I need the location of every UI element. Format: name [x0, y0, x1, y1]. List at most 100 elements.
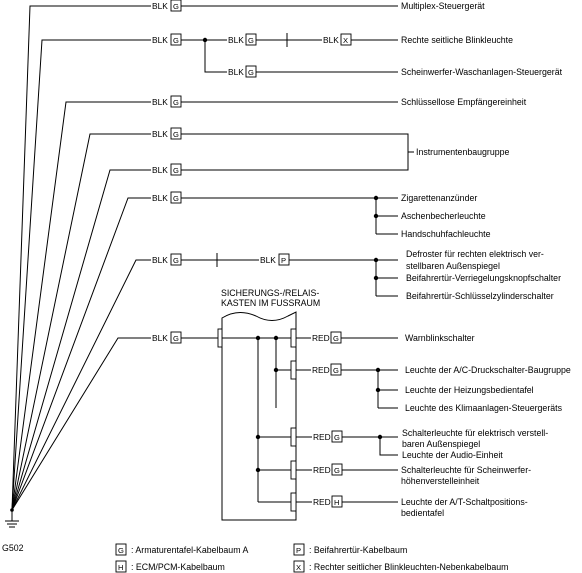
connector-terminal: [290, 328, 297, 348]
component-label: Zigarettenanzünder: [401, 193, 477, 203]
wire-segment: [379, 437, 398, 456]
row-passenger-door: BLK G BLK P Defroster für rechten elektr…: [152, 249, 561, 301]
legend-code-box: [293, 560, 305, 573]
legend-code: P: [296, 546, 301, 555]
wire-segment: [11, 39, 151, 511]
wire-color-label: BLK: [323, 35, 339, 45]
harness-code: G: [173, 334, 179, 343]
harness-code: G: [173, 36, 179, 45]
legend-text: : Armaturentafel-Kabelbaum A: [131, 545, 248, 555]
wire-segment: [11, 5, 151, 511]
wire-color-label: BLK: [152, 1, 168, 11]
harness-code: G: [173, 2, 179, 11]
wire-color-label: BLK: [152, 35, 168, 45]
wire-color-label: BLK: [228, 35, 244, 45]
harness-code: G: [333, 334, 339, 343]
harness-code: G: [333, 366, 339, 375]
ground-fan-wires: [11, 5, 151, 511]
component-label: baren Außenspiegel: [402, 439, 480, 449]
wire-segment: [11, 197, 151, 511]
harness-code: G: [334, 433, 340, 442]
wire-color-label: BLK: [228, 67, 244, 77]
component-label: Defroster für rechten elektrisch ver-: [406, 249, 544, 259]
wire-segment: [11, 101, 151, 511]
legend-code-box: [115, 560, 127, 573]
wire-color-label: RED: [313, 497, 331, 507]
fuse-relay-box: SICHERUNGS-/RELAIS- KASTEN IM FUSSRAUM: [221, 288, 320, 521]
bracket: [404, 133, 409, 171]
harness-code: H: [334, 498, 339, 507]
component-label: Beifahrertür-Schlüsselzylinderschalter: [406, 291, 554, 301]
wire-segment: [204, 40, 227, 73]
wire-segment: [11, 133, 151, 511]
row-fuse-box-branches: BLK G RED G Warnblinkschalter RED G: [152, 328, 571, 518]
wire-segment: [11, 169, 151, 511]
component-label: Aschenbecherleuchte: [401, 211, 486, 221]
legend-code: G: [118, 546, 124, 555]
component-label: stellbaren Außenspiegel: [406, 261, 500, 271]
legend-text: : ECM/PCM-Kabelbaum: [131, 562, 225, 572]
legend-text: : Rechter seitlicher Blinkleuchten-Neben…: [309, 562, 509, 572]
component-label: Beifahrertür-Verriegelungsknopfschalter: [406, 273, 561, 283]
row-turn-signal: BLK G BLK G BLK X Rechte seitliche Blink…: [152, 33, 563, 78]
component-label: Leuchte des Klimaanlagen-Steuergeräts: [405, 403, 563, 413]
wire-color-label: BLK: [152, 255, 168, 265]
connector-terminal: [290, 360, 297, 380]
harness-code: G: [334, 466, 340, 475]
wire-color-label: BLK: [152, 129, 168, 139]
row-instrument-cluster: BLK G BLK G Instrumentenbaugruppe: [152, 127, 510, 176]
harness-code: G: [248, 36, 254, 45]
legend-text: : Beifahrertür-Kabelbaum: [309, 545, 407, 555]
row-keyless: BLK G Schlüssellose Empfängereinheit: [152, 95, 527, 108]
component-label: Leuchte der A/C-Druckschalter-Baugruppe: [405, 365, 571, 375]
row-lighter-group: BLK G Zigarettenanzünder Aschenbecherleu…: [152, 191, 491, 239]
harness-code: P: [281, 256, 286, 265]
legend: G : Armaturentafel-Kabelbaum A P : Beifa…: [115, 543, 509, 573]
component-label: Warnblinkschalter: [405, 333, 475, 343]
legend-code-box: [293, 543, 305, 556]
component-label: Leuchte der A/T-Schaltpositions-: [401, 497, 528, 507]
wire-color-label: BLK: [152, 193, 168, 203]
wire-color-label: BLK: [152, 333, 168, 343]
wire-color-label: RED: [312, 333, 330, 343]
harness-code: G: [173, 166, 179, 175]
connector-terminal: [217, 328, 223, 348]
connector-terminal: [290, 492, 297, 512]
wire-color-label: BLK: [152, 97, 168, 107]
wire-color-label: RED: [313, 432, 331, 442]
legend-code: H: [118, 563, 123, 572]
ground-symbol: G502: [2, 508, 24, 553]
connector-terminal: [290, 427, 297, 447]
component-label: Rechte seitliche Blinkleuchte: [401, 35, 513, 45]
harness-code: G: [173, 256, 179, 265]
wire-color-label: BLK: [152, 165, 168, 175]
row-multiplex: BLK G Multiplex-Steuergerät: [152, 0, 485, 12]
harness-code: G: [173, 98, 179, 107]
fuse-box-title-2: KASTEN IM FUSSRAUM: [221, 298, 320, 308]
legend-code-box: [115, 543, 127, 556]
component-label: Multiplex-Steuergerät: [401, 1, 485, 11]
component-label: Schlüssellose Empfängereinheit: [401, 97, 527, 107]
harness-code: G: [173, 194, 179, 203]
harness-code: G: [173, 130, 179, 139]
ground-id: G502: [2, 543, 24, 553]
wire-color-label: RED: [312, 365, 330, 375]
wire-segment: [11, 337, 151, 511]
wire-color-label: RED: [313, 465, 331, 475]
harness-code: G: [248, 68, 254, 77]
legend-code: X: [296, 563, 301, 572]
fuse-box-outline: [221, 311, 297, 521]
component-label: Schalterleuchte für elektrisch verstell-: [402, 428, 548, 438]
wire-segment: [11, 259, 151, 511]
harness-code: X: [343, 36, 348, 45]
component-label: Schalterleuchte für Scheinwerfer-: [401, 465, 531, 475]
component-label: Leuchte der Heizungsbedientafel: [405, 385, 534, 395]
wire-color-label: BLK: [260, 255, 276, 265]
component-label: bedientafel: [401, 508, 444, 518]
component-label: höhenverstelleinheit: [401, 476, 480, 486]
connector-terminal: [290, 460, 297, 480]
component-label: Handschuhfachleuchte: [401, 229, 491, 239]
component-label: Instrumentenbaugruppe: [416, 147, 510, 157]
